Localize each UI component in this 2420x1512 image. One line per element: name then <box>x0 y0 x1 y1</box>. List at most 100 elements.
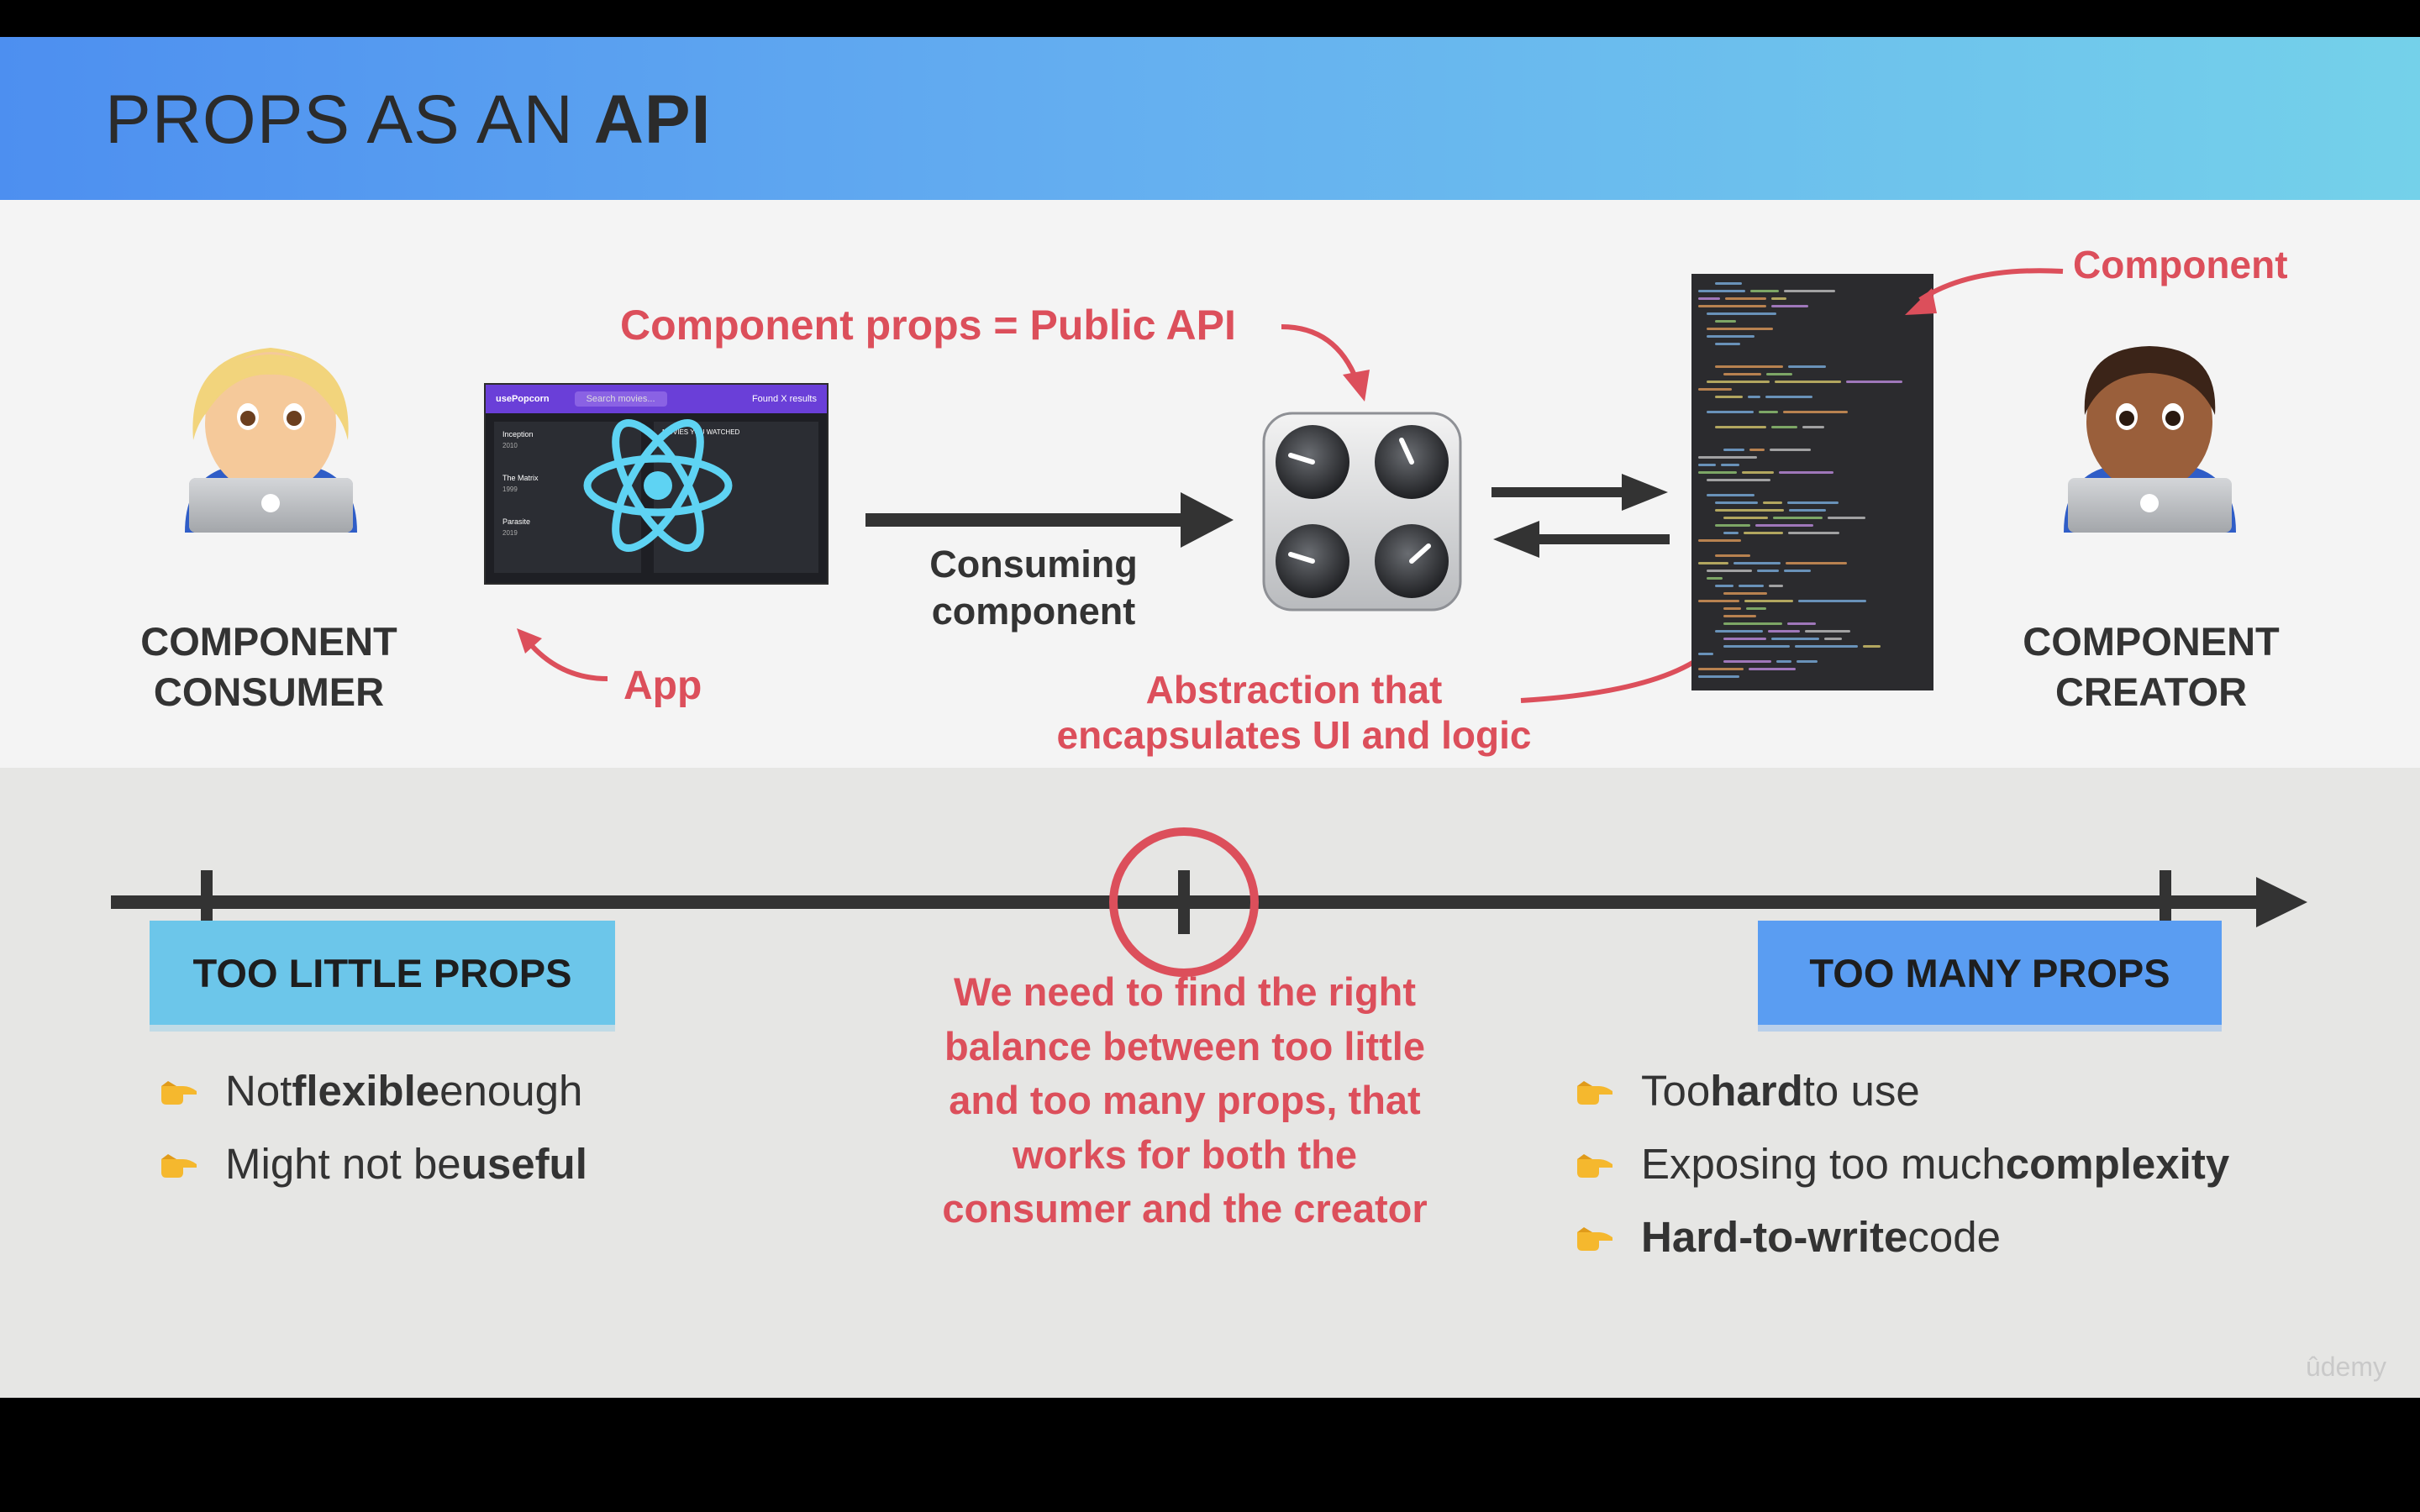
code-line <box>1773 517 1823 519</box>
code-line <box>1749 668 1796 670</box>
header-bar: PROPS AS AN API <box>0 37 2420 200</box>
component-label: Component <box>2073 243 2288 286</box>
too-many-props-label: TOO MANY PROPS <box>1809 950 2170 995</box>
too-little-bullet-2: Might not be useful <box>158 1139 587 1189</box>
public-api-label: Component props = Public API <box>620 302 1236 349</box>
code-line <box>1723 449 1744 451</box>
code-line <box>1698 600 1739 602</box>
code-line <box>1715 343 1740 345</box>
code-line <box>1715 365 1783 368</box>
code-line <box>1723 607 1741 610</box>
code-line <box>1746 607 1766 610</box>
code-line <box>1749 449 1765 451</box>
too-many-bullet-1: Too hard to use <box>1574 1066 1920 1116</box>
code-line <box>1787 501 1839 504</box>
code-line <box>1771 297 1786 300</box>
code-line <box>1723 532 1739 534</box>
code-line <box>1750 290 1779 292</box>
code-line <box>1723 592 1767 595</box>
code-line <box>1698 305 1766 307</box>
too-many-bullet-3: Hard-to-write code <box>1574 1212 2001 1262</box>
pointing-hand-icon <box>1577 1153 1612 1178</box>
code-line <box>1755 524 1813 527</box>
creator-emoji-icon <box>2064 346 2236 533</box>
pointing-hand-icon <box>161 1080 197 1105</box>
app-year-1: 2010 <box>502 442 518 449</box>
code-line <box>1715 630 1763 633</box>
code-line <box>1763 501 1782 504</box>
code-line <box>1765 396 1812 398</box>
code-line <box>1805 630 1850 633</box>
component-code-screenshot <box>1691 274 1933 690</box>
code-line <box>1784 290 1835 292</box>
top-panel <box>0 200 2420 768</box>
app-navbar: usePopcorn Search movies... Found X resu… <box>486 385 827 413</box>
code-line <box>1787 622 1816 625</box>
code-line <box>1698 290 1745 292</box>
pointing-hand-icon <box>1577 1226 1612 1251</box>
code-line <box>1715 554 1750 557</box>
app-movie-3: Parasite <box>502 517 531 526</box>
app-movie-2: The Matrix <box>502 474 539 482</box>
code-line <box>1723 622 1782 625</box>
code-line <box>1769 585 1783 587</box>
too-little-props-label: TOO LITTLE PROPS <box>192 950 572 995</box>
code-line <box>1707 381 1770 383</box>
code-line <box>1707 328 1773 330</box>
code-line <box>1788 532 1839 534</box>
code-line <box>1715 585 1733 587</box>
code-line <box>1707 577 1723 580</box>
code-line <box>1698 539 1741 542</box>
code-line <box>1759 411 1778 413</box>
code-line <box>1715 282 1742 285</box>
code-line <box>1779 471 1833 474</box>
code-line <box>1770 449 1811 451</box>
code-line <box>1784 570 1811 572</box>
code-line <box>1788 365 1826 368</box>
consuming-arrow-icon <box>865 492 1234 548</box>
code-line <box>1739 585 1764 587</box>
control-knobs-icon <box>1262 412 1462 612</box>
react-logo-icon <box>583 419 733 552</box>
code-line <box>1698 471 1737 474</box>
code-line <box>1744 600 1793 602</box>
slide-title: PROPS AS AN API <box>105 81 712 158</box>
code-line <box>1742 471 1774 474</box>
code-line <box>1698 456 1757 459</box>
code-line <box>1723 373 1761 375</box>
code-line <box>1748 396 1760 398</box>
balance-text: We need to find the right balance betwee… <box>942 969 1428 1231</box>
code-line <box>1725 297 1766 300</box>
app-pointer-arrow-icon <box>517 628 608 681</box>
code-line <box>1723 660 1771 663</box>
code-line <box>1698 653 1713 655</box>
code-line <box>1802 426 1824 428</box>
too-little-bullet-1: Not flexible enough <box>158 1066 582 1116</box>
code-line <box>1771 305 1808 307</box>
code-line <box>1715 396 1743 398</box>
code-line <box>1733 562 1781 564</box>
too-many-bullet-2: Exposing too much complexity <box>1574 1139 2229 1189</box>
app-brand: usePopcorn <box>496 394 550 404</box>
code-line <box>1698 297 1720 300</box>
bidirectional-arrows-icon <box>1491 474 1670 558</box>
too-many-props-box: TOO MANY PROPS <box>1758 921 2222 1025</box>
code-line <box>1715 320 1736 323</box>
code-line <box>1715 426 1766 428</box>
code-line <box>1707 494 1754 496</box>
code-line <box>1707 312 1776 315</box>
code-line <box>1723 517 1768 519</box>
udemy-watermark: ûdemy <box>2305 1352 2386 1382</box>
app-year-3: 2019 <box>502 529 518 537</box>
balance-timeline <box>111 827 2307 977</box>
code-line <box>1698 675 1739 678</box>
pointing-hand-icon <box>161 1153 197 1178</box>
app-found: Found X results <box>751 394 817 404</box>
code-line <box>1698 388 1732 391</box>
code-line <box>1721 464 1739 466</box>
code-line <box>1757 570 1779 572</box>
